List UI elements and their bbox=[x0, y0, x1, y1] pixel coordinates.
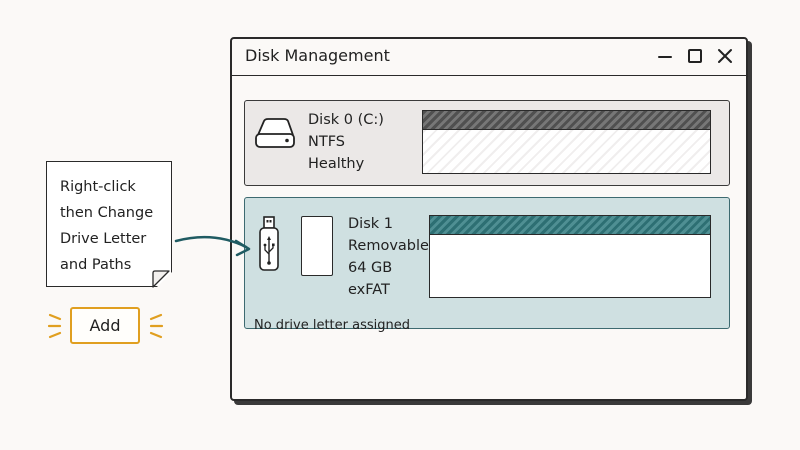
disk-1-info: Disk 1 Removable 64 GB exFAT bbox=[348, 213, 429, 301]
disk-0-status: Healthy bbox=[308, 156, 365, 172]
note-text: Right-click then Change Drive Letter and… bbox=[60, 174, 153, 278]
note-fold-corner bbox=[152, 270, 170, 288]
window-controls bbox=[654, 45, 736, 67]
note-line: then Change bbox=[60, 205, 154, 221]
disk-1-partition-header bbox=[430, 216, 710, 235]
minimize-icon[interactable] bbox=[654, 45, 676, 67]
title-bar: Disk Management bbox=[232, 39, 746, 76]
disk-management-window: Disk Management Disk 0 (C:) NTFS Heal bbox=[230, 37, 748, 401]
disk-0-name: Disk 0 (C:) bbox=[308, 112, 384, 128]
volume-icon bbox=[301, 216, 333, 276]
disk-1-type: Removable bbox=[348, 238, 429, 254]
drive-letter-status: No drive letter assigned bbox=[254, 318, 410, 333]
disk-0-row[interactable]: Disk 0 (C:) NTFS Healthy bbox=[244, 100, 730, 186]
disk-1-row[interactable]: Disk 1 Removable 64 GB exFAT bbox=[244, 197, 730, 329]
disk-1-filesystem: exFAT bbox=[348, 282, 390, 298]
pointer-arrow bbox=[174, 235, 251, 257]
disk-1-name: Disk 1 bbox=[348, 216, 393, 232]
highlight-spark-right bbox=[149, 313, 164, 339]
add-button[interactable]: Add bbox=[70, 307, 140, 344]
highlight-spark-left bbox=[47, 313, 62, 339]
note-line: Drive Letter bbox=[60, 231, 147, 247]
disk-0-info: Disk 0 (C:) NTFS Healthy bbox=[308, 109, 384, 175]
disk-1-size: 64 GB bbox=[348, 260, 393, 276]
disk-0-filesystem: NTFS bbox=[308, 134, 345, 150]
disk-0-partition-header bbox=[423, 111, 710, 130]
disk-1-partition[interactable] bbox=[429, 215, 711, 298]
usb-drive-icon bbox=[258, 216, 280, 276]
note-line: and Paths bbox=[60, 257, 132, 273]
disk-0-partition[interactable] bbox=[422, 110, 711, 174]
window-title: Disk Management bbox=[245, 46, 390, 65]
close-icon[interactable] bbox=[714, 45, 736, 67]
hard-drive-icon bbox=[254, 113, 296, 157]
note-line: Right-click bbox=[60, 179, 136, 195]
maximize-icon[interactable] bbox=[684, 45, 706, 67]
instruction-note: Right-click then Change Drive Letter and… bbox=[46, 161, 172, 287]
